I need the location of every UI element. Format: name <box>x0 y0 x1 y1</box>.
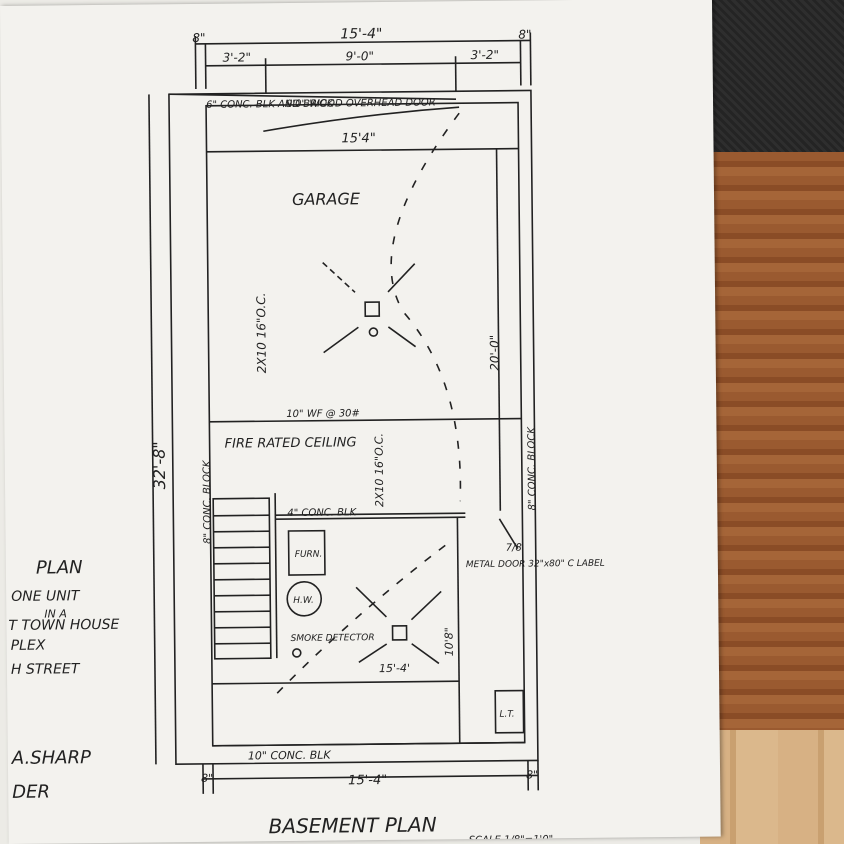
label-foundation-left: 8" CONC. BLOCK <box>202 459 214 544</box>
dim-basement-width: 15'-4' <box>379 662 410 675</box>
label-beam: 10" WF @ 30# <box>286 408 360 420</box>
label-joists-upper: 2X10 16"O.C. <box>254 293 269 374</box>
dim-bottom-total: 15'-4" <box>348 773 387 788</box>
legend-fragment: PLAN ONE UNIT IN A T TOWN HOUSE PLEX H S… <box>8 557 119 803</box>
basement-room: 4" CONC. BLK FURN <box>212 493 605 763</box>
dim-top-right-corner: 8" <box>518 27 531 41</box>
smoke-detector-symbol <box>291 648 302 658</box>
label-overhead-door: 9'0" WOOD OVERHEAD DOOR <box>286 97 436 110</box>
label-joists-lower: 2X10 16"O.C. <box>372 433 386 507</box>
dim-bottom-left-corner: 8" <box>201 772 213 785</box>
furnace <box>287 529 326 576</box>
dim-top-left-corner: 8" <box>192 31 205 45</box>
floor-plan-drawing: 8" 8" 15'-4" 3'-2" 9'-0" 3'-2" 6" CONC. … <box>8 26 605 844</box>
label-laundry-tub: L.T. <box>499 710 514 720</box>
legend-line6: A.SHARP <box>11 747 91 769</box>
label-foundation-right: 8" CONC. BLOCK <box>526 426 538 511</box>
garage-light-fixture <box>364 301 381 318</box>
legend-line3: T TOWN HOUSE <box>8 617 119 634</box>
label-interior-wall: 4" CONC. BLK <box>287 507 357 519</box>
legend-line5: H STREET <box>11 661 81 678</box>
dim-overall-depth: 32'-8" <box>150 441 170 489</box>
dim-top-total: 15'-4" <box>340 26 382 42</box>
label-water-heater: H.W. <box>293 596 314 606</box>
water-heater <box>286 581 323 617</box>
label-wall-overhead: 6" CONC. BLK AND BRICK <box>206 98 335 110</box>
legend-line2: IN A <box>44 607 67 620</box>
label-metal-door: METAL DOOR 32"x80" C LABEL <box>466 559 605 570</box>
blueprint-sheet: 8" 8" 15'-4" 3'-2" 9'-0" 3'-2" 6" CONC. … <box>0 0 721 844</box>
dim-top-right-segment: 3'-2" <box>470 48 499 62</box>
dim-top-left-segment: 3'-2" <box>222 50 251 64</box>
label-metal-door-tag: 7/8 <box>506 543 522 554</box>
garage-smoke-detector <box>368 327 379 337</box>
basement-light-fixture <box>391 624 408 641</box>
overhead-door: 6" CONC. BLK AND BRICK 9'0" WOOD OVERHEA… <box>206 97 460 146</box>
legend-line4: PLEX <box>11 638 46 654</box>
bottom-dimensions: 15'-4" 8" 8" <box>201 760 540 794</box>
label-furnace: FURN. <box>295 550 323 560</box>
dim-top-mid-segment: 9'-0" <box>345 49 374 63</box>
label-fire-ceiling: FIRE RATED CEILING <box>225 435 357 451</box>
label-garage: GARAGE <box>292 189 361 209</box>
legend-line7: DER <box>12 782 50 803</box>
top-dimensions: 8" 8" 15'-4" 3'-2" 9'-0" 3'-2" <box>192 26 532 94</box>
beam: 10" WF @ 30# FIRE RATED CEILING 2X10 16"… <box>209 408 522 507</box>
dim-garage-width: 15'4" <box>341 131 376 146</box>
legend-plan: PLAN <box>36 557 83 578</box>
legend-line1: ONE UNIT <box>11 588 81 605</box>
dim-garage-depth: 20'-0" <box>487 335 501 371</box>
drawing-title: BASEMENT PLAN <box>268 812 436 838</box>
dim-bottom-right-corner: 8" <box>526 768 538 781</box>
dim-basement-depth: 10'8" <box>443 627 456 656</box>
stairs <box>212 497 272 660</box>
laundry-tub <box>494 689 525 734</box>
label-bottom-wall: 10" CONC. BLK <box>248 749 332 763</box>
garage-room: GARAGE 2X10 16"O.C. 20'-0" <box>254 112 502 511</box>
